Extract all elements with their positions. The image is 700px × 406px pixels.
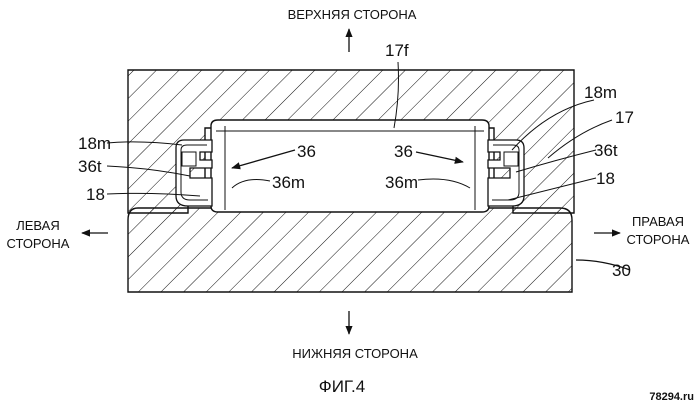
direction-left-label-line1: ЛЕВАЯ xyxy=(16,218,60,233)
ref-36t-left: 36t xyxy=(78,157,102,176)
watermark: 78294.ru xyxy=(649,391,694,403)
ref-36-right: 36 xyxy=(394,142,413,161)
direction-bottom-label: НИЖНЯЯ СТОРОНА xyxy=(292,346,418,361)
ref-36m-right: 36m xyxy=(385,173,418,192)
ref-18m-left: 18m xyxy=(78,134,111,153)
ref-36-left: 36 xyxy=(297,142,316,161)
figure-caption: ФИГ.4 xyxy=(319,377,365,396)
ref-17f: 17f xyxy=(385,41,409,60)
direction-top-label: ВЕРХНЯЯ СТОРОНА xyxy=(288,7,417,22)
seal-body-36 xyxy=(210,119,490,213)
ref-17: 17 xyxy=(615,108,634,127)
direction-right-label-line1: ПРАВАЯ xyxy=(632,214,684,229)
ref-36t-right: 36t xyxy=(594,141,618,160)
ref-18m-right: 18m xyxy=(584,83,617,102)
lower-member-30 xyxy=(127,207,573,293)
ref-36m-left: 36m xyxy=(272,173,305,192)
ref-18-right: 18 xyxy=(596,169,615,188)
direction-left-label-line2: СТОРОНА xyxy=(7,236,70,251)
direction-right-label-line2: СТОРОНА xyxy=(627,232,690,247)
ref-30: 30 xyxy=(612,261,631,280)
ref-18-left: 18 xyxy=(86,185,105,204)
